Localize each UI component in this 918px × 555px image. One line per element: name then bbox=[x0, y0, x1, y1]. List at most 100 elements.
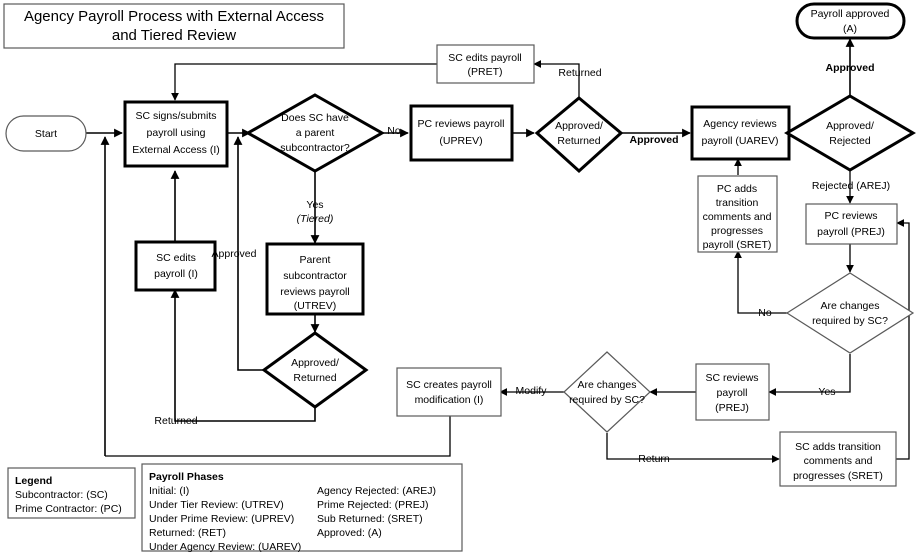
label-yes-parent: Yes bbox=[306, 199, 323, 211]
node-start-label: Start bbox=[35, 128, 57, 140]
node-parentsub-line3: reviews payroll bbox=[280, 286, 349, 298]
node-scadds-line2: comments and bbox=[804, 455, 873, 467]
label-prime-returned: Returned bbox=[558, 67, 601, 79]
node-approved-line1: Payroll approved bbox=[811, 8, 890, 20]
node-sc-edits-i-line1: SC edits bbox=[156, 252, 196, 264]
node-pcadds-line5: payroll (SRET) bbox=[703, 239, 772, 251]
edge-scadds-to-prej bbox=[896, 219, 910, 460]
node-screviews-line3: (PREJ) bbox=[715, 402, 749, 414]
edge-changes-no bbox=[734, 250, 805, 314]
phases-col1-1: Under Tier Review: (UTREV) bbox=[149, 499, 284, 511]
node-sc-edits-pret[interactable]: SC edits payroll (PRET) bbox=[436, 44, 535, 84]
node-pcprej-line1: PC reviews bbox=[824, 210, 877, 222]
phases-col1-0: Initial: (I) bbox=[149, 485, 189, 497]
node-parent-subcontractor-reviews[interactable]: Parent subcontractor reviews payroll (UT… bbox=[265, 242, 365, 316]
node-start[interactable]: Start bbox=[5, 115, 87, 152]
phases-col1-2: Under Prime Review: (UPREV) bbox=[149, 513, 294, 525]
label-modify: Modify bbox=[516, 385, 548, 397]
edge-tier-approved-up bbox=[233, 136, 265, 371]
title-box: Agency Payroll Process with External Acc… bbox=[3, 3, 345, 49]
node-pc-reviews-prej[interactable]: PC reviews payroll (PREJ) bbox=[805, 203, 898, 245]
node-does-sc-have-parent[interactable]: Does SC have a parent subcontractor? bbox=[244, 93, 386, 173]
phases-col2-1: Prime Rejected: (PREJ) bbox=[317, 499, 428, 511]
label-no-parent: No bbox=[387, 125, 401, 137]
label-tier-returned: Returned bbox=[154, 415, 197, 427]
node-payroll-approved[interactable]: Payroll approved (A) bbox=[795, 2, 906, 40]
node-pcadds-line1: PC adds bbox=[717, 183, 757, 195]
label-tier-approved: Approved bbox=[212, 248, 257, 260]
node-arej-diamond-line2: Rejected bbox=[829, 135, 871, 147]
node-sc-adds-sret[interactable]: SC adds transition comments and progress… bbox=[779, 431, 897, 487]
node-changes-required-right[interactable]: Are changes required by SC? bbox=[785, 272, 915, 354]
label-return: Return bbox=[638, 453, 670, 465]
node-changes-right-line2: required by SC? bbox=[812, 315, 888, 327]
edge-prime-returned-to-pret bbox=[533, 60, 580, 99]
node-pret-line2: (PRET) bbox=[468, 66, 503, 78]
node-agency-reviews-uarev[interactable]: Agency reviews payroll (UAREV) bbox=[690, 105, 791, 161]
phases-col2-0: Agency Rejected: (AREJ) bbox=[317, 485, 436, 497]
node-uarev-line1: Agency reviews bbox=[703, 118, 777, 130]
phases-col1-4: Under Agency Review: (UAREV) bbox=[149, 541, 301, 553]
node-prime-approved-returned[interactable]: Approved/ Returned bbox=[534, 96, 624, 174]
node-pcprej-line2: payroll (PREJ) bbox=[817, 226, 885, 238]
node-tier-diamond-line1: Approved/ bbox=[291, 357, 339, 369]
edge-screates-to-loop bbox=[105, 416, 451, 457]
edge-changes-yes bbox=[768, 354, 851, 396]
node-changes-mid-line2: required by SC? bbox=[569, 394, 645, 406]
node-sc-creates-modification[interactable]: SC creates payroll modification (I) bbox=[396, 367, 502, 417]
label-rejected-arej: Rejected (AREJ) bbox=[812, 180, 890, 192]
edge-labels: No Yes (Tiered) Approved Returned Return… bbox=[154, 62, 890, 465]
payroll-phases-box: Payroll Phases Initial: (I) Under Tier R… bbox=[141, 463, 463, 553]
node-uarev-line2: payroll (UAREV) bbox=[701, 135, 778, 147]
title-line2: and Tiered Review bbox=[112, 27, 236, 44]
label-changes-yes: Yes bbox=[818, 386, 835, 398]
node-parentsub-line1: Parent bbox=[300, 254, 331, 266]
node-pcadds-line4: progresses bbox=[711, 225, 763, 237]
node-tier-diamond-line2: Returned bbox=[293, 372, 336, 384]
phases-col2-2: Sub Returned: (SRET) bbox=[317, 513, 423, 525]
node-hasparent-line2: a parent bbox=[296, 127, 335, 139]
node-sccreates-line1: SC creates payroll bbox=[406, 379, 492, 391]
node-pcadds-line2: transition bbox=[716, 197, 759, 209]
node-prime-diamond-line1: Approved/ bbox=[555, 120, 603, 132]
node-pret-line1: SC edits payroll bbox=[448, 52, 522, 64]
node-uprev-line2: (UPREV) bbox=[439, 135, 482, 147]
legend-item-1: Prime Contractor: (PC) bbox=[15, 503, 122, 515]
label-prime-approved: Approved bbox=[629, 134, 678, 146]
node-approved-rejected[interactable]: Approved/ Rejected bbox=[784, 94, 916, 172]
edge-pret-to-scsigns bbox=[171, 63, 437, 101]
node-pc-reviews-uprev[interactable]: PC reviews payroll (UPREV) bbox=[409, 104, 514, 162]
legend-box: Legend Subcontractor: (SC) Prime Contrac… bbox=[7, 467, 136, 519]
node-uprev-line1: PC reviews payroll bbox=[418, 118, 505, 130]
edge-tier-returned-to-scedits bbox=[170, 289, 316, 422]
node-sc-signs-line1: SC signs/submits bbox=[135, 110, 216, 122]
node-parentsub-line2: subcontractor bbox=[283, 270, 347, 282]
node-sc-signs-submits[interactable]: SC signs/submits payroll using External … bbox=[123, 100, 229, 168]
node-hasparent-line3: subcontractor? bbox=[280, 142, 350, 154]
node-sc-edits-payroll-i[interactable]: SC edits payroll (I) bbox=[134, 240, 217, 292]
node-changes-right-line1: Are changes bbox=[821, 300, 880, 312]
node-parentsub-line4: (UTREV) bbox=[294, 300, 337, 312]
title-line1: Agency Payroll Process with External Acc… bbox=[24, 8, 324, 25]
node-tier-approved-returned[interactable]: Approved/ Returned bbox=[261, 331, 369, 409]
phases-title: Payroll Phases bbox=[149, 471, 224, 483]
node-pc-adds-sret[interactable]: PC adds transition comments and progress… bbox=[697, 175, 778, 253]
node-sc-signs-line2: payroll using bbox=[147, 127, 206, 139]
node-changes-mid-line1: Are changes bbox=[578, 379, 637, 391]
edge-return-to-scadds bbox=[606, 433, 780, 463]
node-changes-required-mid[interactable]: Are changes required by SC? bbox=[563, 351, 651, 433]
node-prime-diamond-line2: Returned bbox=[557, 135, 600, 147]
node-pcadds-line3: comments and bbox=[703, 211, 772, 223]
node-screviews-line2: payroll bbox=[717, 387, 748, 399]
node-scadds-line3: progresses (SRET) bbox=[793, 470, 883, 482]
node-sccreates-line2: modification (I) bbox=[415, 394, 484, 406]
node-arej-diamond-line1: Approved/ bbox=[826, 120, 874, 132]
node-sc-edits-i-line2: payroll (I) bbox=[154, 268, 198, 280]
phases-col2-3: Approved: (A) bbox=[317, 527, 382, 539]
node-hasparent-line1: Does SC have bbox=[281, 112, 349, 124]
node-sc-signs-line3: External Access (I) bbox=[132, 144, 220, 156]
node-sc-reviews-prej[interactable]: SC reviews payroll (PREJ) bbox=[695, 363, 770, 421]
node-approved-line2: (A) bbox=[843, 23, 857, 35]
